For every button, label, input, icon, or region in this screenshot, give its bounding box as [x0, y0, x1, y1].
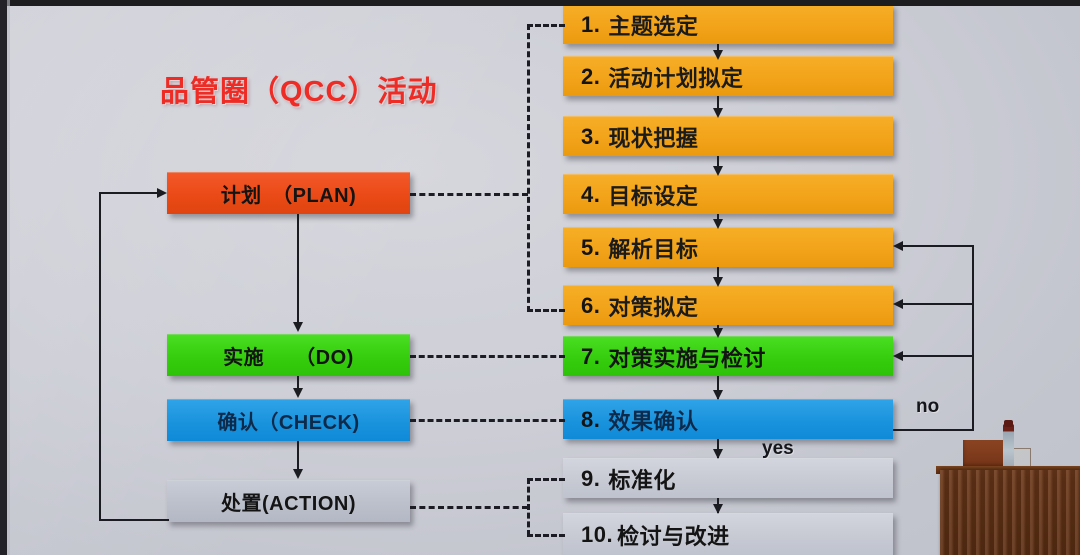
pdca-box-plan[interactable]: 计划 （PLAN): [167, 172, 410, 214]
no-loop-to-5: [903, 245, 974, 247]
step-box-10[interactable]: 10. 检讨与改进: [563, 513, 893, 555]
step-arrow-3: [713, 108, 723, 118]
no-loop-arrow-5: [893, 241, 903, 251]
pdca-loop-riser: [99, 192, 101, 521]
dash-action-to-10: [527, 534, 565, 537]
pdca-loop-bottom: [99, 519, 169, 521]
page-title: 品管圈（QCC）活动: [160, 76, 438, 108]
step-box-3[interactable]: 3. 现状把握: [563, 116, 893, 156]
pdca-link-do-check: [297, 376, 299, 390]
step-link-8-9: [717, 439, 719, 458]
no-loop-to-6: [903, 303, 974, 305]
step-label-6: 对策拟定: [608, 294, 699, 320]
step-box-7[interactable]: 7. 对策实施与检讨: [563, 336, 893, 376]
step-arrow-7: [713, 328, 723, 338]
step-label-7: 对策实施与检讨: [608, 345, 766, 371]
step-link-2-3: [717, 96, 719, 116]
pdca-label-plan: 计划 （PLAN): [220, 185, 357, 207]
pdca-box-action[interactable]: 处置(ACTION): [167, 480, 410, 522]
dash-action-bracket: [527, 478, 530, 536]
screen-edge-top: [0, 0, 1080, 6]
step-num-8: 8.: [581, 406, 601, 432]
water-bottle: [1003, 424, 1014, 468]
podium: [940, 470, 1080, 555]
pdca-arrow-check: [293, 388, 303, 398]
pdca-label-do: 实施 （DO): [223, 347, 354, 369]
dash-plan-to-6: [527, 309, 565, 312]
step-arrow-8: [713, 390, 723, 400]
no-loop-arrow-6: [893, 299, 903, 309]
step-label-8: 效果确认: [608, 408, 699, 434]
step-box-1[interactable]: 1. 主题选定: [563, 4, 893, 44]
no-loop-arrow-7: [893, 351, 903, 361]
step-box-4[interactable]: 4. 目标设定: [563, 174, 893, 214]
step-label-4: 目标设定: [608, 183, 699, 209]
step-num-2: 2.: [581, 63, 601, 89]
dash-plan-out: [410, 193, 528, 196]
no-loop-to-7: [903, 355, 974, 357]
step-label-5: 解析目标: [608, 236, 699, 262]
step-arrow-6: [713, 277, 723, 287]
dash-plan-bracket: [527, 24, 530, 312]
step-box-6[interactable]: 6. 对策拟定: [563, 285, 893, 325]
pdca-arrow-action: [293, 469, 303, 479]
pdca-arrow-do: [293, 322, 303, 332]
step-arrow-2: [713, 50, 723, 60]
step-box-2[interactable]: 2. 活动计划拟定: [563, 56, 893, 96]
step-arrow-4: [713, 166, 723, 176]
step-link-3-4: [717, 156, 719, 174]
step-num-6: 6.: [581, 292, 601, 318]
screen-edge-left-highlight: [7, 0, 10, 555]
step-num-10: 10.: [581, 521, 614, 547]
step-box-5[interactable]: 5. 解析目标: [563, 227, 893, 267]
dash-plan-to-1: [527, 24, 565, 27]
step-num-1: 1.: [581, 11, 601, 37]
step-num-3: 3.: [581, 123, 601, 149]
dash-action-out: [410, 506, 528, 509]
step-num-4: 4.: [581, 181, 601, 207]
no-loop-out: [893, 429, 974, 431]
step-box-9[interactable]: 9. 标准化: [563, 458, 893, 498]
step-link-7-8: [717, 376, 719, 399]
pdca-box-check[interactable]: 确认（CHECK): [167, 399, 410, 441]
pdca-label-action: 处置(ACTION): [221, 493, 356, 515]
step-arrow-5: [713, 219, 723, 229]
step-num-5: 5.: [581, 234, 601, 260]
step-label-2: 活动计划拟定: [608, 65, 744, 91]
step-num-9: 9.: [581, 465, 601, 491]
no-loop-riser: [972, 245, 974, 431]
screen-edge-left: [0, 0, 7, 555]
step-label-9: 标准化: [608, 467, 676, 493]
projection-screen: [6, 5, 1080, 555]
pdca-loop-top: [99, 192, 159, 194]
step-arrow-9: [713, 449, 723, 459]
step-arrow-10: [713, 504, 723, 514]
pdca-box-do[interactable]: 实施 （DO): [167, 334, 410, 376]
dash-action-to-9: [527, 478, 565, 481]
pdca-link-plan-do: [297, 214, 299, 324]
step-label-3: 现状把握: [608, 125, 699, 151]
step-num-7: 7.: [581, 343, 601, 369]
step-box-8[interactable]: 8. 效果确认: [563, 399, 893, 439]
branch-label-yes: yes: [762, 438, 794, 459]
dash-do-to-7: [410, 355, 565, 358]
podium-pleats: [940, 470, 1080, 555]
water-bottle-cap: [1004, 420, 1013, 427]
pdca-link-check-action: [297, 441, 299, 471]
branch-label-no: no: [916, 396, 940, 417]
pdca-loop-arrow-plan: [157, 188, 167, 198]
pdca-label-check: 确认（CHECK): [217, 412, 360, 434]
desk-box-object: [963, 440, 1007, 468]
step-label-10: 检讨与改进: [617, 523, 730, 549]
step-link-5-6: [717, 267, 719, 285]
step-label-1: 主题选定: [608, 13, 699, 39]
dash-check-to-8: [410, 419, 565, 422]
